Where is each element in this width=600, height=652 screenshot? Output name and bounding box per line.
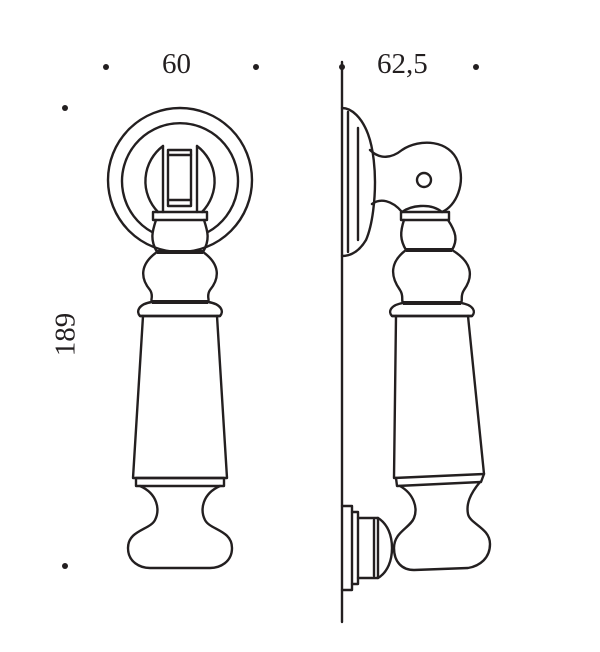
height-bottom-marker — [62, 563, 68, 569]
width-dimension-label: 60 — [162, 48, 191, 80]
side-striker-foot — [392, 480, 492, 572]
side-top-collar — [399, 210, 451, 222]
side-neck-bulb — [392, 248, 472, 305]
flange-ring — [137, 300, 223, 318]
depth-dimension-label: 62,5 — [377, 48, 428, 80]
height-dimension-label: 189 — [49, 312, 82, 357]
top-collar — [151, 210, 209, 222]
side-tapered-body — [392, 314, 486, 480]
hinge-pin-hole — [415, 171, 433, 189]
bottom-collar — [134, 476, 226, 488]
side-view — [340, 60, 492, 624]
width-end-marker — [253, 64, 259, 70]
hinge-pin — [166, 148, 193, 208]
hinge-right-arc — [195, 144, 216, 214]
dimension-markers — [62, 64, 479, 569]
hinge-left-arc — [144, 144, 165, 214]
hinge-knuckle — [368, 141, 463, 214]
side-neck-upper — [400, 218, 457, 252]
tapered-body — [131, 314, 229, 480]
side-bottom-collar — [394, 472, 486, 488]
width-start-marker — [103, 64, 109, 70]
strike-plate — [340, 504, 354, 592]
rosette-outer-ring — [106, 106, 254, 254]
striker-foot — [126, 484, 234, 570]
rosette-inner-ring — [120, 122, 240, 234]
height-top-marker — [62, 105, 68, 111]
front-view — [106, 106, 254, 570]
depth-end-marker — [473, 64, 479, 70]
neck-bulb — [142, 250, 218, 304]
strike-boss — [356, 516, 394, 580]
rosette-profile — [340, 106, 377, 258]
neck-upper — [151, 218, 209, 254]
